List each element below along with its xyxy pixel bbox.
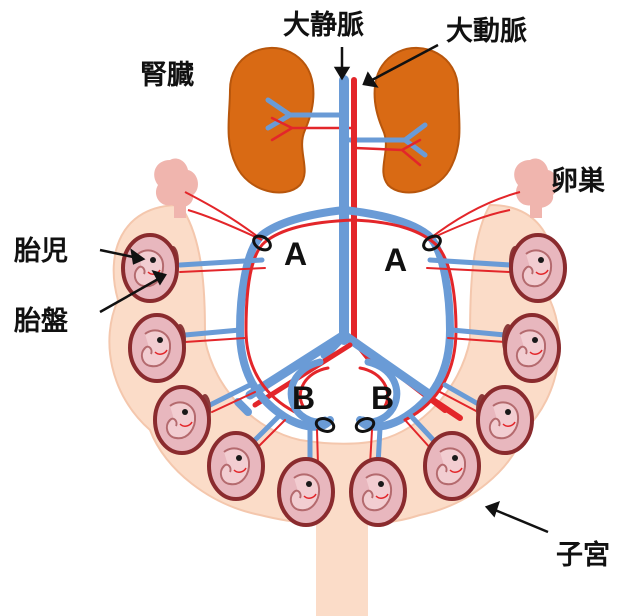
- uterus-label: 子宮: [556, 542, 610, 569]
- fetal-sac: [509, 235, 565, 301]
- fetal-sac: [130, 315, 186, 381]
- fetal-sac: [425, 433, 479, 499]
- fetal-sac: [155, 387, 211, 453]
- ligation-a-left-label: A: [284, 238, 307, 270]
- fetal-sac: [209, 433, 263, 499]
- fetus-label: 胎児: [14, 238, 68, 265]
- ligation-b-left-label: B: [292, 382, 315, 414]
- cervix: [316, 510, 368, 616]
- fetal-sac: [279, 459, 333, 525]
- kidney-right: [375, 48, 460, 193]
- fetal-sac: [502, 315, 559, 381]
- aorta-label: 大動脈: [446, 18, 527, 45]
- placenta-label: 胎盤: [14, 308, 68, 335]
- ligation-a-right-label: A: [384, 244, 407, 276]
- fetal-sac: [351, 459, 405, 525]
- ligation-b-right-label: B: [371, 382, 394, 414]
- fetal-sac: [123, 235, 179, 301]
- kidney-label: 腎臓: [140, 62, 194, 89]
- vena-cava-label: 大静脈: [283, 12, 364, 39]
- kidney-left: [229, 48, 314, 193]
- ovary-label: 卵巣: [551, 168, 605, 195]
- fetal-sac: [476, 387, 532, 453]
